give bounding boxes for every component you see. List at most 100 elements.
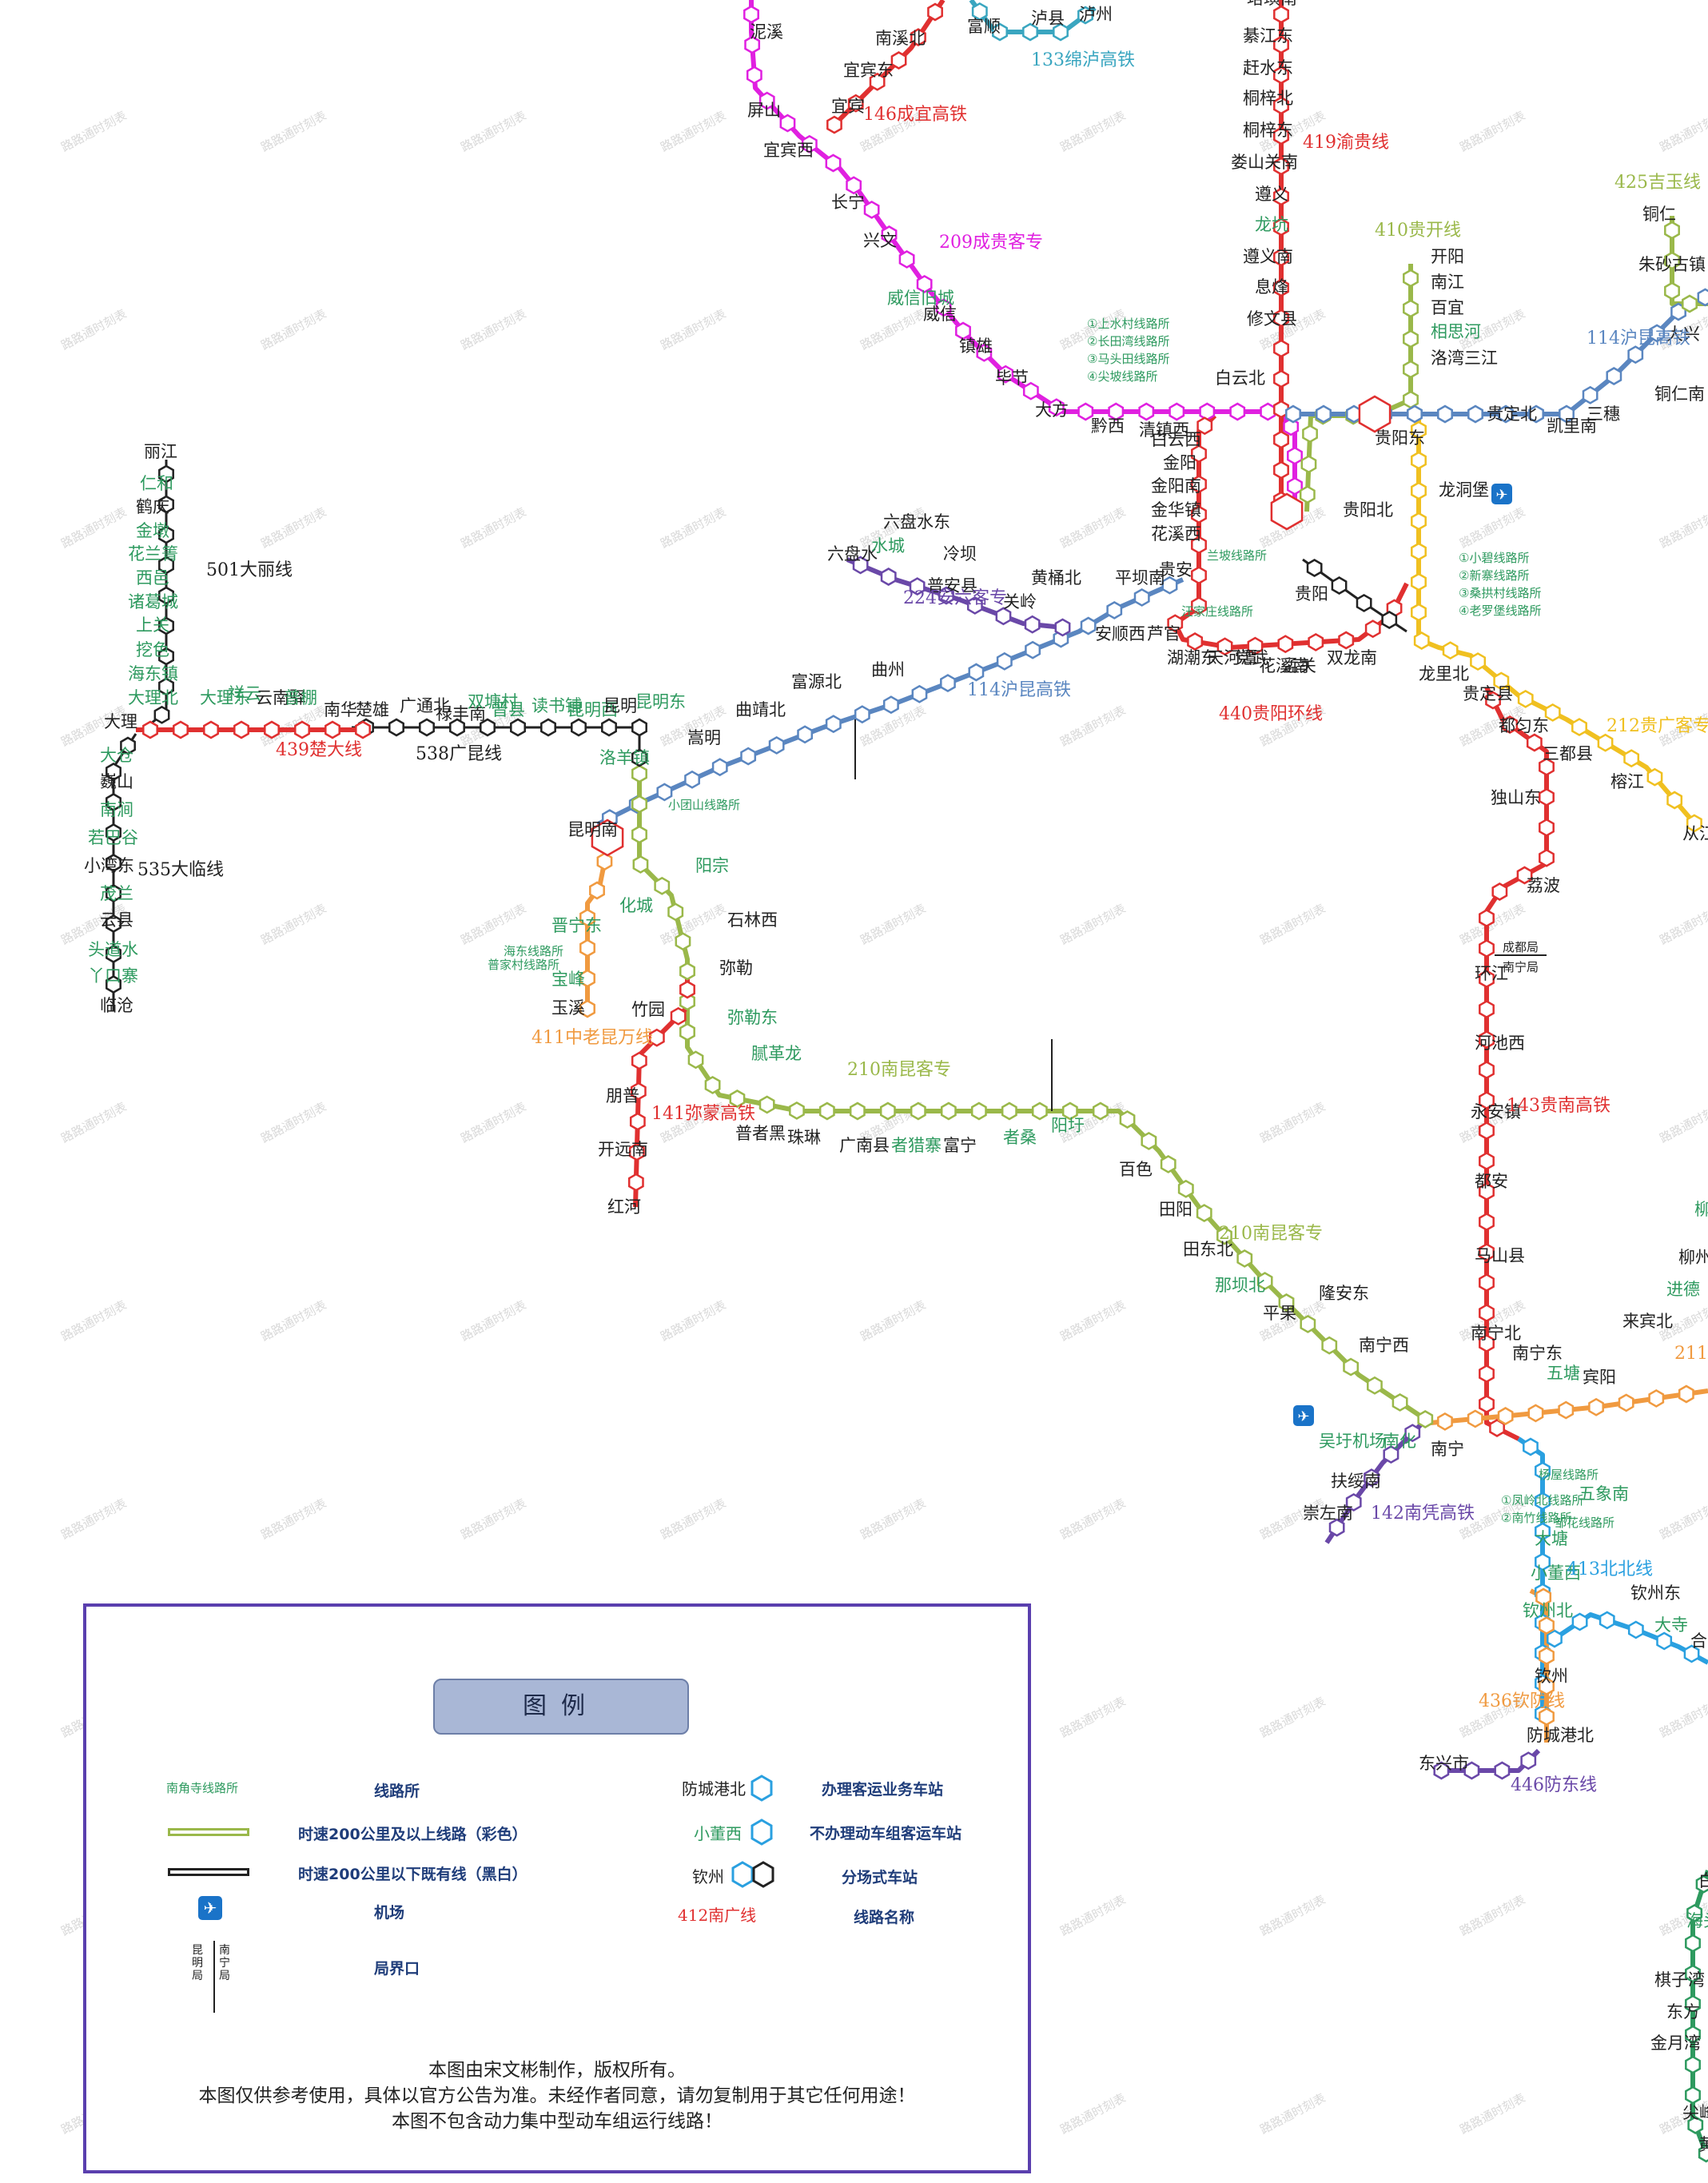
station-marker (1080, 616, 1097, 635)
station-marker (1479, 1121, 1495, 1141)
watermark-text: 路路通时刻表 (458, 1099, 528, 1145)
station-label: 腻革龙 (751, 1044, 802, 1063)
station-label: 金墩 (136, 521, 169, 540)
station-marker (1273, 430, 1289, 449)
station-marker (1236, 1249, 1253, 1268)
station-label: 晋县 (492, 700, 525, 719)
station-label: 红河 (607, 1197, 641, 1217)
junction-wangjiazhuang: 汪家庄线路所 (1181, 604, 1253, 619)
watermark-text: 路路通时刻表 (1057, 108, 1128, 154)
station-marker (1683, 1644, 1700, 1663)
watermark-text: 路路通时刻表 (1457, 504, 1527, 551)
station-marker (1437, 1412, 1453, 1431)
station-label: 洛羊镇 (599, 748, 650, 767)
station-marker (938, 586, 954, 605)
station-marker (1535, 1552, 1551, 1572)
line-label: 146成宜高铁 (863, 105, 967, 125)
station-marker (758, 91, 775, 110)
station-marker (1559, 404, 1575, 424)
station-marker (1526, 733, 1543, 752)
legend-panel: 图例 南角寺线路所 线路所 时速200公里及以上线路（彩色） 时速200公里以下… (83, 1603, 1031, 2173)
station-marker (675, 932, 691, 951)
station-marker (579, 969, 595, 988)
station-marker (648, 1028, 665, 1047)
station-marker (1300, 1314, 1316, 1333)
station-marker (992, 22, 1008, 42)
station-label: 丽江 (144, 442, 177, 461)
station-label: 隆安东 (1319, 1284, 1369, 1303)
station-label: 昆明南 (567, 820, 618, 839)
station-marker (1606, 367, 1622, 385)
station-marker (1196, 416, 1213, 436)
station-marker (1697, 288, 1708, 307)
station-marker (1648, 1388, 1665, 1408)
watermark-text: 路路通时刻表 (258, 901, 328, 947)
station-marker (879, 1101, 896, 1121)
station-label: 阳圩 (1051, 1116, 1085, 1135)
line-label: 224安六客专 (903, 588, 1007, 608)
station-label: 曲靖北 (735, 700, 786, 719)
station-marker (1191, 444, 1207, 464)
station-marker (882, 695, 899, 715)
station-marker (1169, 402, 1185, 421)
station-marker (1191, 566, 1207, 585)
station-marker (729, 1090, 746, 1108)
station-marker (1338, 631, 1355, 650)
watermark-text: 路路通时刻表 (458, 901, 528, 947)
watermark-text: 路路通时刻表 (258, 306, 328, 353)
station-label: 花溪南 (1259, 656, 1309, 675)
station-marker (1403, 269, 1419, 288)
station-label: 化城 (619, 896, 653, 915)
station-marker (1686, 1903, 1703, 1922)
station-marker (1646, 767, 1663, 787)
station-label: 临沧 (100, 996, 133, 1015)
station-marker (846, 176, 862, 195)
station-marker (852, 556, 869, 575)
legend-border-left: 昆明局 (192, 1944, 203, 1982)
legend-junction-label: 线路所 (374, 1783, 420, 1800)
junction-note-9: ①凤岭北线路所 (1501, 1493, 1583, 1508)
station-label: 关岭 (1003, 592, 1037, 611)
station-marker (1403, 329, 1419, 349)
station-marker (1358, 395, 1391, 433)
station-marker (670, 1006, 687, 1026)
split-station-icon (731, 1861, 774, 1888)
station-marker (1191, 536, 1207, 555)
watermark-text: 路路通时刻表 (658, 1496, 728, 1542)
station-marker (601, 718, 617, 737)
line-label: 440贵阳环线 (1219, 704, 1323, 724)
station-label: 花兰箐 (128, 544, 178, 564)
station-marker (910, 1101, 926, 1121)
station-label: 都匀东 (1499, 716, 1549, 735)
watermark-text: 路路通时刻表 (858, 306, 928, 353)
station-marker (1678, 1384, 1694, 1404)
station-label: 花溪西 (1151, 524, 1201, 544)
station-marker (480, 718, 496, 737)
station-marker (1196, 1204, 1212, 1223)
station-label: 海头 (1686, 1911, 1708, 1930)
station-label: 来宾北 (1622, 1312, 1673, 1331)
station-label: 南溪北 (875, 29, 926, 48)
station-label: 赶水东 (1243, 58, 1293, 78)
station-marker (1547, 1629, 1563, 1648)
station-marker (1698, 2144, 1708, 2163)
station-marker (1535, 1522, 1551, 1541)
station-marker (294, 720, 310, 739)
bureau-chengdu: 成都局 (1503, 940, 1539, 954)
legend-line-label: 线路名称 (854, 1909, 915, 1926)
station-marker (1479, 1334, 1495, 1353)
station-marker (1108, 402, 1125, 421)
station-label: 百色 (1119, 1160, 1153, 1179)
station-label: 平坝南 (1115, 568, 1165, 588)
watermark-text: 路路通时刻表 (58, 1496, 129, 1542)
station-label: 晋宁东 (551, 916, 602, 935)
station-label: 贵阳 (1295, 584, 1328, 604)
station-marker (1356, 593, 1372, 612)
station-marker (996, 651, 1013, 671)
station-marker (687, 1050, 704, 1070)
station-marker (1302, 424, 1318, 444)
station-label: 竹园 (631, 1000, 665, 1019)
watermark-text: 路路通时刻表 (458, 1297, 528, 1344)
station-marker (1467, 404, 1483, 424)
legend-conventional-label: 时速200公里以下既有线（黑白） (298, 1866, 528, 1883)
